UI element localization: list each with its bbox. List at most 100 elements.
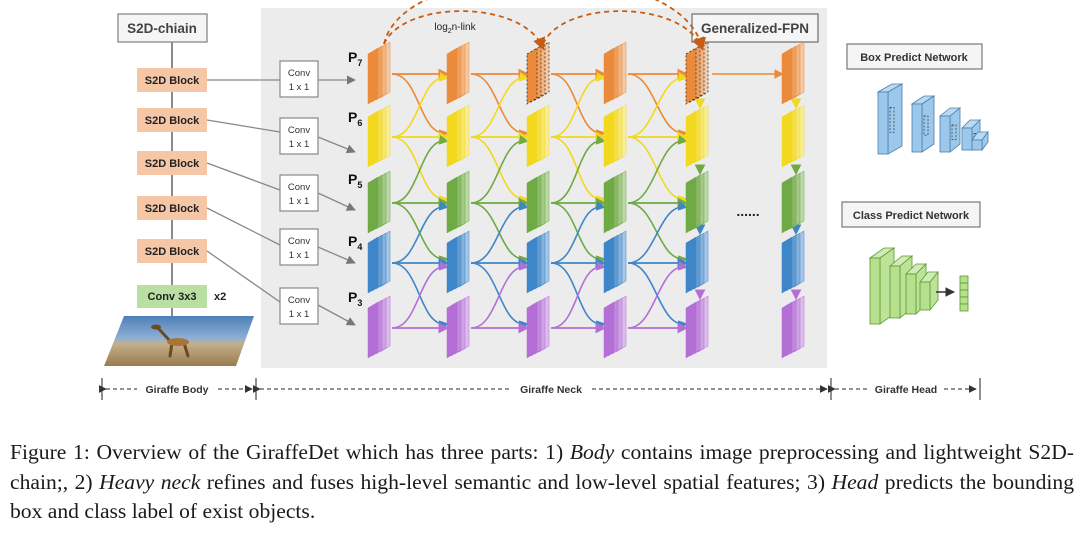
feature-map-block xyxy=(781,170,805,234)
conv1x1-kernel: 1 x 1 xyxy=(289,309,310,320)
feature-map-block xyxy=(685,104,709,168)
s2d-block-label: S2D Block xyxy=(145,158,200,170)
feature-map-block xyxy=(526,104,550,168)
s2d-block-4: S2D Block xyxy=(137,196,207,220)
conv1x1-label: Conv xyxy=(288,236,310,247)
feature-map-block xyxy=(367,295,391,359)
caption-label: Figure 1: xyxy=(10,440,90,464)
log2n-link-arc xyxy=(383,10,545,51)
conv1x1-label: Conv xyxy=(288,68,310,79)
class-predict-diagram xyxy=(868,247,969,325)
generalized-fpn-label: Generalized-FPN xyxy=(701,21,809,36)
log2n-link-label: log2n-link xyxy=(434,22,476,35)
caption-part-2: refines and fuses high-level semantic an… xyxy=(206,469,826,494)
feature-map-block xyxy=(781,295,805,359)
feature-map-block xyxy=(367,41,391,105)
box-predict-title: Box Predict Network xyxy=(860,52,968,64)
class-predict-network: Class Predict Network xyxy=(841,201,981,325)
feature-map-block xyxy=(526,170,550,234)
giraffe-head-label: Giraffe Head xyxy=(875,384,937,396)
feature-map-block xyxy=(603,170,627,234)
feature-map-block xyxy=(446,104,470,168)
caption-term-head: Head xyxy=(831,469,879,494)
feature-map-block xyxy=(603,295,627,359)
s2d-block-3: S2D Block xyxy=(137,151,207,175)
level-label-p4: P4 xyxy=(348,233,362,252)
class-net-layer xyxy=(919,270,939,312)
conv1x1-box-4: Conv 1 x 1 xyxy=(279,228,319,266)
giraffe-body-label: Giraffe Body xyxy=(145,384,208,396)
neck-arrow-up xyxy=(470,135,529,204)
neck-arrow-up xyxy=(627,135,688,204)
s2d-block-label: S2D Block xyxy=(145,203,200,215)
giraffe-body: S2D-chiain S2D Block S2D Block S2D Block… xyxy=(104,13,254,366)
caption-intro: Overview of the GiraffeDet which has thr… xyxy=(96,440,564,464)
neck-arrow-up xyxy=(391,201,449,264)
s2d-block-5: S2D Block xyxy=(137,239,207,263)
log2n-link-arc xyxy=(383,0,707,51)
log2n-links xyxy=(383,0,707,51)
conv3x3-multiplier: x2 xyxy=(214,291,226,303)
neck-arrow-up xyxy=(550,201,606,264)
feature-map-block xyxy=(781,104,805,168)
feature-map-block xyxy=(526,295,550,359)
conv1x1-box-5: Conv 1 x 1 xyxy=(279,287,319,325)
neck-ellipsis: ...... xyxy=(736,203,759,219)
conv1x1-kernel: 1 x 1 xyxy=(289,139,310,150)
figure-caption: Figure 1: Overview of the GiraffeDet whi… xyxy=(10,438,1074,527)
caption-part-3: predicts the bounding box and class labe… xyxy=(10,469,1075,524)
class-predict-title: Class Predict Network xyxy=(853,210,970,222)
conv1x1-label: Conv xyxy=(288,182,310,193)
input-image xyxy=(104,316,254,366)
s2d-block-1: S2D Block xyxy=(137,68,207,92)
conv1x1-box-2: Conv 1 x 1 xyxy=(279,117,319,155)
neck-arrow-up xyxy=(627,201,688,264)
conv1x1-label: Conv xyxy=(288,295,310,306)
neck-arrow-up xyxy=(470,261,529,329)
class-output-cell xyxy=(959,296,969,305)
class-output-cell xyxy=(959,282,969,291)
conv1x1-box-1: Conv 1 x 1 xyxy=(279,60,319,98)
log2n-link-arc xyxy=(542,10,704,51)
feature-map-block xyxy=(685,230,709,294)
conv1x1-kernel: 1 x 1 xyxy=(289,82,310,93)
level-label-p3: P3 xyxy=(348,289,362,308)
conv1x1-kernel: 1 x 1 xyxy=(289,250,310,261)
class-output-cell xyxy=(959,303,969,312)
feature-map-block xyxy=(446,230,470,294)
conv1x1-connectors xyxy=(206,75,356,326)
feature-map-block xyxy=(367,104,391,168)
caption-term-body: Body xyxy=(569,440,615,464)
class-output-cell xyxy=(959,289,969,298)
conv1x1-label: Conv xyxy=(288,125,310,136)
feature-map-block xyxy=(526,230,550,294)
caption-part-1: contains image preprocessing and lightwe… xyxy=(10,440,1074,494)
neck-arrow-up xyxy=(470,201,529,264)
conv1x1-box-3: Conv 1 x 1 xyxy=(279,174,319,212)
feature-map-block xyxy=(603,41,627,105)
feature-map-block xyxy=(367,230,391,294)
s2d-chain-title-box xyxy=(117,13,208,43)
box-predict-diagram xyxy=(876,83,989,155)
neck-arrow-up xyxy=(391,72,449,138)
neck-arrow-up xyxy=(627,72,688,138)
feature-map-block xyxy=(603,230,627,294)
feature-map-grid xyxy=(367,41,805,359)
level-label-p7: P7 xyxy=(348,49,362,68)
s2d-block-label: S2D Block xyxy=(145,115,200,127)
section-brackets xyxy=(98,378,981,400)
feature-map-block xyxy=(781,41,805,105)
neck-arrow-up xyxy=(391,135,449,204)
feature-map-block xyxy=(685,170,709,234)
giraffedet-figure: S2D-chiain S2D Block S2D Block S2D Block… xyxy=(98,0,989,400)
level-label-p6: P6 xyxy=(348,109,362,128)
feature-map-block xyxy=(685,41,709,105)
feature-map-block xyxy=(446,295,470,359)
feature-map-block xyxy=(685,295,709,359)
neck-arrow-up xyxy=(550,135,606,204)
box-net-layer xyxy=(971,130,989,152)
box-net-layer xyxy=(876,83,904,155)
feature-map-block xyxy=(781,230,805,294)
box-net-layer xyxy=(938,107,962,153)
neck-arrow-up xyxy=(470,72,529,138)
